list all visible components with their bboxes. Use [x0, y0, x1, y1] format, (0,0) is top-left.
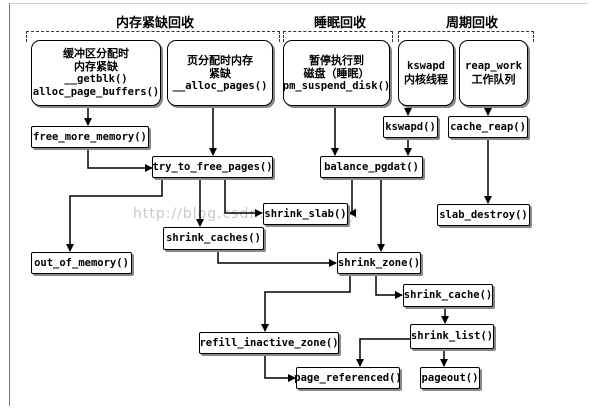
node-getblk: 缓冲区分配时 内存紧缺 __getblk() alloc_page_buffer…	[31, 40, 161, 106]
kswapd-thread-line-1: kswapd	[407, 60, 445, 72]
reap-work-line-2: 工作队列	[471, 73, 516, 86]
edge-free-more-try-to-free	[87, 148, 153, 172]
edge-try-to-free-shrink-slab	[224, 178, 263, 217]
edge-shrink-zone-shrink-cache	[375, 274, 403, 299]
edge-shrink-list-page-referenced	[356, 338, 410, 367]
image-frame	[9, 3, 588, 406]
node-slab-destroy: slab_destroy()	[437, 204, 530, 226]
node-kswapd-thread: kswapd 内核线程	[398, 40, 454, 106]
header-memory-shortage: 内存紧缺回收	[115, 16, 194, 31]
alloc-pages-line-2: 紧缺	[209, 66, 231, 80]
node-balance-pgdat: balance_pgdat()	[320, 156, 423, 178]
alloc-pages-line-3: __alloc_pages()	[172, 79, 268, 92]
getblk-line-1: 缓冲区分配时	[63, 47, 129, 60]
getblk-line-3: __getblk()	[64, 73, 128, 85]
node-page-referenced: page_referenced()	[294, 367, 402, 389]
edge-refill-page-referenced	[264, 354, 296, 382]
node-alloc-pages: 页分配时内存 紧缺 __alloc_pages()	[167, 40, 273, 106]
node-pageout: pageout()	[420, 367, 480, 389]
edge-try-to-free-oom	[66, 178, 163, 252]
node-reap-work: reap_work 工作队列	[459, 40, 528, 106]
kswapd-thread-line-2: 内核线程	[404, 73, 448, 86]
group-bracket-sleep	[283, 31, 393, 42]
node-shrink-cache: shrink_cache()	[403, 284, 493, 307]
header-sleep: 睡眠回收	[313, 16, 366, 31]
alloc-pages-line-1: 页分配时内存	[187, 53, 253, 67]
node-refill-inactive-zone: refill_inactive_zone()	[199, 332, 339, 354]
node-free-more-memory: free_more_memory()	[31, 126, 149, 148]
node-shrink-list: shrink_list()	[410, 324, 494, 349]
header-periodic: 周期回收	[445, 16, 498, 31]
group-bracket-periodic	[398, 31, 534, 42]
getblk-line-4: alloc_page_buffers()	[32, 86, 160, 98]
group-bracket-memory-shortage	[26, 31, 280, 42]
suspend-line-1: 暂停执行到	[309, 53, 364, 67]
node-cache-reap: cache_reap()	[448, 116, 528, 138]
edge-balance-shrink-slab	[348, 178, 356, 217]
reap-work-line-1: reap_work	[465, 60, 522, 72]
edge-shrink-zone-refill	[261, 274, 351, 332]
getblk-line-2: 内存紧缺	[74, 60, 118, 73]
suspend-line-3: pm_suspend_disk()	[282, 79, 391, 92]
edge-shrink-caches-shrink-zone	[217, 250, 337, 267]
node-suspend: 暂停执行到 磁盘（睡眠） pm_suspend_disk()	[283, 40, 390, 106]
suspend-line-2: 磁盘（睡眠）	[303, 66, 370, 80]
node-shrink-caches: shrink_caches()	[163, 227, 264, 250]
node-out-of-memory: out_of_memory()	[31, 252, 132, 274]
node-shrink-slab: shrink_slab()	[263, 203, 348, 225]
node-kswapd: kswapd()	[383, 116, 438, 138]
node-try-to-free-pages: try_to_free_pages()	[152, 156, 273, 178]
node-shrink-zone: shrink_zone()	[337, 252, 421, 274]
